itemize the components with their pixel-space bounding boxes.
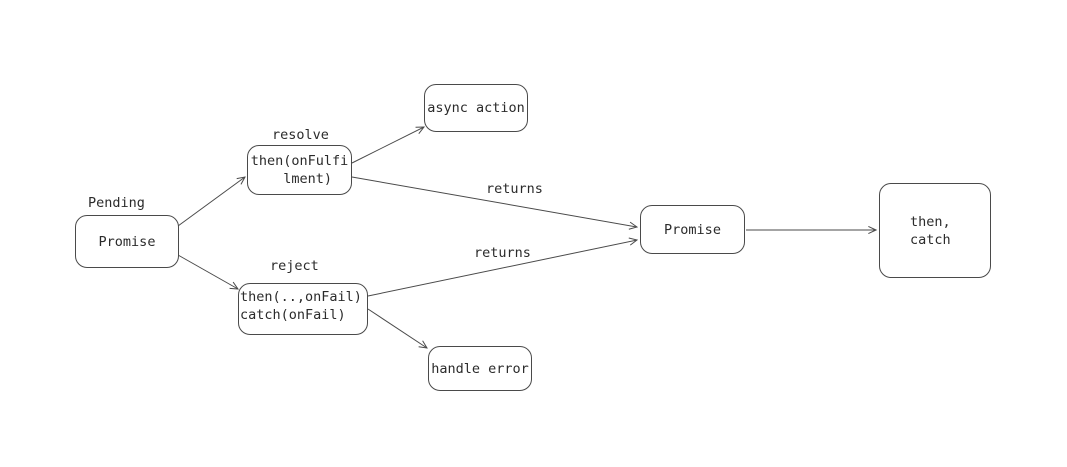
node-returned-promise[interactable]: Promise xyxy=(640,205,745,254)
label-returns-bottom: returns xyxy=(474,245,531,261)
label-pending: Pending xyxy=(88,195,145,211)
node-pending-promise[interactable]: Promise xyxy=(75,215,179,268)
node-then-catch[interactable]: then, catch xyxy=(879,183,991,278)
node-async-action-label: async action xyxy=(427,100,525,116)
node-handle-error-label: handle error xyxy=(431,360,529,377)
node-reject-handler[interactable]: then(..,onFail) catch(onFail) xyxy=(238,283,368,335)
node-resolve-handler[interactable]: then(onFulfi lment) xyxy=(247,145,352,195)
label-reject: reject xyxy=(270,258,319,274)
edge-promise-to-reject xyxy=(177,254,238,289)
node-async-action[interactable]: async action xyxy=(424,84,528,132)
node-resolve-handler-label: then(onFulfi lment) xyxy=(250,153,349,187)
edge-reject-to-handle-error xyxy=(367,308,427,348)
node-pending-promise-label: Promise xyxy=(98,233,156,250)
edge-promise-to-resolve xyxy=(177,177,245,227)
node-reject-handler-label: then(..,onFail) catch(onFail) xyxy=(240,289,362,323)
edge-resolve-to-async-action xyxy=(351,127,424,164)
node-then-catch-label: then, catch xyxy=(910,213,951,248)
label-returns-top: returns xyxy=(486,181,543,197)
label-resolve: resolve xyxy=(272,127,329,143)
node-returned-promise-label: Promise xyxy=(664,221,721,238)
node-handle-error[interactable]: handle error xyxy=(428,346,532,391)
